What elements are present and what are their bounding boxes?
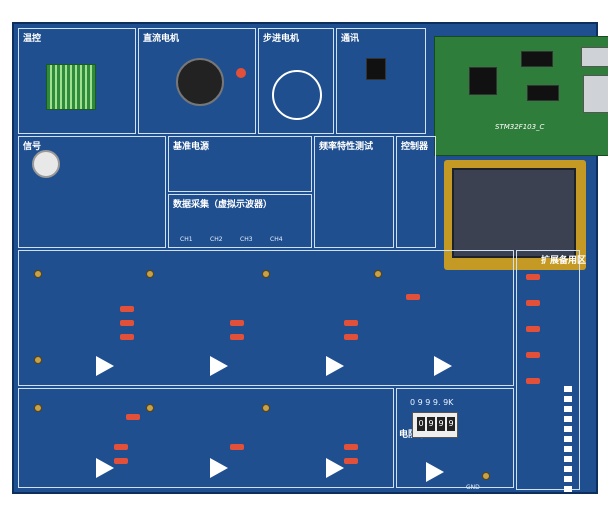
resistor xyxy=(344,444,358,450)
resistor xyxy=(126,414,140,420)
opamp-symbol xyxy=(96,458,114,478)
mcu-board-label: STM32F103_C xyxy=(495,123,545,131)
freq-test-panel: 频率特性测试 xyxy=(314,136,394,248)
opamp-symbol xyxy=(434,356,452,376)
terminal-jack[interactable] xyxy=(482,472,490,480)
experiment-board: 温控 直流电机 步进电机 通讯 STM32F103_C 信号 基准电源 数据采集… xyxy=(12,22,608,494)
spare-resistor xyxy=(526,352,540,358)
stepper-motor-panel: 步进电机 xyxy=(258,28,334,134)
resistor xyxy=(344,320,358,326)
terminal-jack[interactable] xyxy=(262,270,270,278)
channel-label: CH3 xyxy=(240,236,253,243)
panel-title: 控制器 xyxy=(401,142,429,152)
spare-resistor xyxy=(526,326,540,332)
counter-digit: 9 xyxy=(427,417,435,431)
terminal-jack[interactable] xyxy=(146,404,154,412)
channel-label: CH4 xyxy=(270,236,283,243)
memory-chip xyxy=(521,51,553,67)
terminal-jack[interactable] xyxy=(374,270,382,278)
resistor xyxy=(406,294,420,300)
motor-led xyxy=(236,68,246,78)
terminal-jack[interactable] xyxy=(34,356,42,364)
controller-panel: 控制器 xyxy=(396,136,436,248)
temp-control-panel: 温控 xyxy=(18,28,136,134)
mcu-board: STM32F103_C xyxy=(434,36,608,156)
usb-connector xyxy=(581,47,608,67)
signal-panel: 信号 xyxy=(18,136,166,248)
resistor xyxy=(344,458,358,464)
panel-title: 直流电机 xyxy=(143,34,180,44)
heatsink xyxy=(46,64,96,110)
decade-counter[interactable]: 0 9 9 9 xyxy=(412,412,458,438)
panel-title: 数据采集（虚拟示波器） xyxy=(173,200,273,210)
resistor xyxy=(230,334,244,340)
channel-label: CH2 xyxy=(210,236,223,243)
memory-chip xyxy=(527,85,559,101)
spare-resistor xyxy=(526,300,540,306)
panel-title: 基准电源 xyxy=(173,142,210,152)
resistor xyxy=(230,444,244,450)
terminal-jack[interactable] xyxy=(34,404,42,412)
opamp-symbol xyxy=(426,462,444,482)
panel-title: 频率特性测试 xyxy=(319,142,374,152)
counter-value: 0 9 9 9. 9K xyxy=(410,398,454,407)
spare-area-panel: 扩展备用区 xyxy=(516,250,586,490)
signal-knob[interactable] xyxy=(32,150,60,178)
resistor xyxy=(120,306,134,312)
lcd-display xyxy=(444,160,586,270)
reference-source-panel: 基准电源 xyxy=(168,136,312,192)
resistor xyxy=(344,334,358,340)
panel-title: 扩展备用区 xyxy=(541,256,587,266)
spare-strip xyxy=(564,386,572,492)
gnd-label: GND xyxy=(466,484,480,491)
channel-label: CH1 xyxy=(180,236,193,243)
opamp-symbol xyxy=(326,356,344,376)
serial-connector xyxy=(583,75,608,113)
panel-title: 信号 xyxy=(23,142,42,152)
comm-chip xyxy=(366,58,386,80)
terminal-jack[interactable] xyxy=(34,270,42,278)
resistor xyxy=(114,458,128,464)
terminal-jack[interactable] xyxy=(262,404,270,412)
opamp-symbol xyxy=(210,458,228,478)
opamp-symbol xyxy=(326,458,344,478)
panel-title: 步进电机 xyxy=(263,34,300,44)
spare-resistor xyxy=(526,274,540,280)
mcu-chip xyxy=(469,67,497,95)
opamp-area-lower xyxy=(18,388,394,488)
data-acquisition-panel: 数据采集（虚拟示波器） xyxy=(168,194,312,248)
dc-motor-panel: 直流电机 xyxy=(138,28,256,134)
stepper-dial xyxy=(272,70,322,120)
counter-digit: 9 xyxy=(447,417,455,431)
resistor xyxy=(120,334,134,340)
terminal-jack[interactable] xyxy=(146,270,154,278)
opamp-symbol xyxy=(210,356,228,376)
resistor xyxy=(120,320,134,326)
counter-digit: 9 xyxy=(437,417,445,431)
motor-encoder-disk xyxy=(176,58,224,106)
resistor xyxy=(114,444,128,450)
resistor xyxy=(230,320,244,326)
lcd-screen xyxy=(452,168,576,258)
opamp-symbol xyxy=(96,356,114,376)
communication-panel: 通讯 xyxy=(336,28,426,134)
opamp-area xyxy=(18,250,514,386)
panel-title: 通讯 xyxy=(341,34,360,44)
panel-title: 温控 xyxy=(23,34,42,44)
counter-digit: 0 xyxy=(417,417,425,431)
spare-resistor xyxy=(526,378,540,384)
